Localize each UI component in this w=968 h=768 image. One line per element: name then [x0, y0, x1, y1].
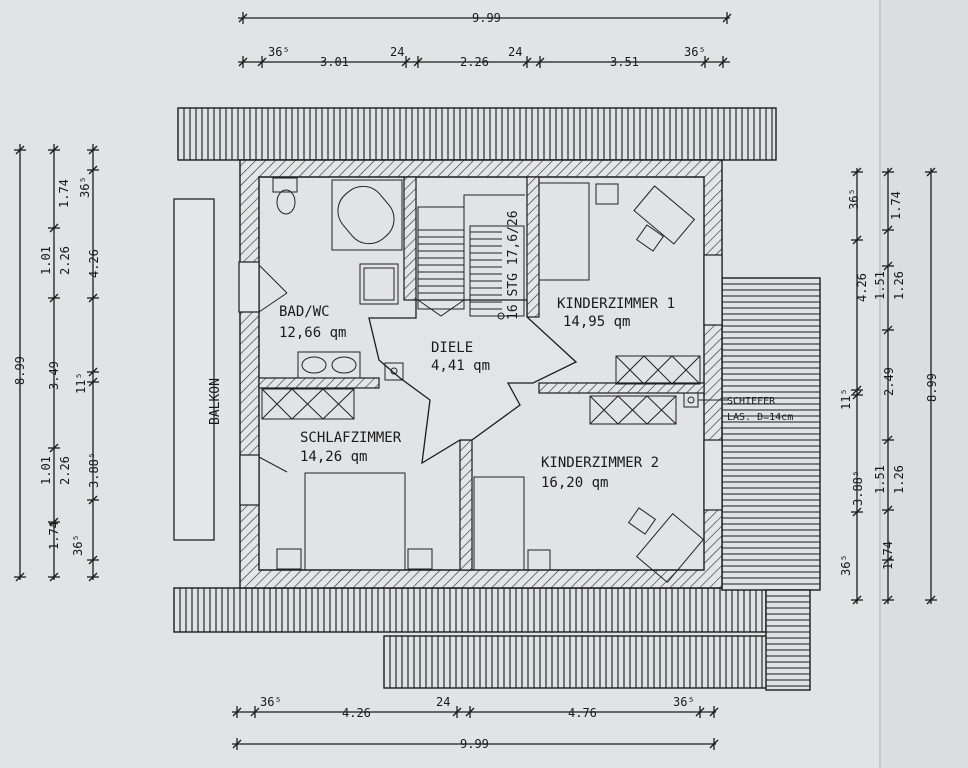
kinder2-area: 16,20 qm — [541, 475, 608, 491]
dim-right-j: 1.74 — [881, 541, 895, 570]
dim-left-i: 1.74 — [47, 521, 61, 550]
dim-left-c: 1.01 — [39, 246, 53, 275]
dim-right-d: 1.51 — [873, 271, 887, 300]
schiefer-label: SCHIEFER — [727, 396, 776, 407]
dim-top-c: 24 — [390, 45, 404, 59]
dim-left-e: 3.49 — [47, 361, 61, 390]
dim-bottom-b: 4.26 — [342, 706, 371, 720]
dim-left-c2: 2.26 — [58, 246, 72, 275]
dim-left-total: 8.99 — [13, 356, 27, 385]
schlaf-area: 14,26 qm — [300, 449, 367, 465]
dim-left-h: 3.88⁵ — [87, 452, 101, 488]
dim-right-f: 2.49 — [882, 367, 896, 396]
dim-left-j: 36⁵ — [71, 534, 85, 556]
dim-left-b: 36⁵ — [78, 176, 92, 198]
las-label: LAS. D=14cm — [727, 412, 793, 423]
dim-right-h: 1.51 — [873, 465, 887, 494]
dim-right-i: 36⁵ — [839, 554, 853, 576]
dim-left-a: 1.74 — [57, 179, 71, 208]
dim-left-g2: 2.26 — [58, 456, 72, 485]
roof-bottom — [173, 587, 777, 689]
dim-top-e: 24 — [508, 45, 522, 59]
dim-top-a: 36⁵ — [268, 45, 290, 59]
roof-top — [177, 107, 777, 161]
interior-walls — [238, 176, 705, 571]
chimney — [384, 362, 404, 381]
kinder1-name: KINDERZIMMER 1 — [557, 296, 675, 312]
diele-floor — [368, 299, 578, 465]
stairs — [417, 194, 525, 320]
balkon-label: BALKON — [208, 378, 223, 425]
dim-top-d: 2.26 — [460, 55, 489, 69]
dim-top-f: 3.51 — [610, 55, 639, 69]
dimension-bottom — [232, 711, 716, 745]
dim-top-g: 36⁵ — [684, 45, 706, 59]
kinderzimmer1-furniture — [538, 182, 701, 385]
kinderzimmer2-furniture — [473, 392, 728, 584]
dim-bottom-e: 36⁵ — [673, 695, 695, 709]
dim-bottom-d: 4.76 — [568, 706, 597, 720]
dim-right-b: 1.74 — [889, 191, 903, 220]
outer-wall — [239, 159, 723, 589]
schlaf-name: SCHLAFZIMMER — [300, 430, 402, 446]
dimension-left — [19, 144, 94, 580]
bad-area: 12,66 qm — [279, 325, 346, 341]
dim-bottom-total: 9.99 — [460, 737, 489, 751]
dim-right-a: 36⁵ — [847, 188, 861, 210]
bath-door — [258, 264, 288, 313]
dim-bottom-c: 24 — [436, 695, 450, 709]
dim-right-e: 11⁵ — [839, 388, 853, 410]
diele-name: DIELE — [431, 340, 473, 356]
dim-left-d: 4.26 — [87, 249, 101, 278]
dim-top-total: 9.99 — [472, 11, 501, 25]
dim-top-b: 3.01 — [320, 55, 349, 69]
dim-left-g: 1.01 — [39, 456, 53, 485]
stair-label: 16 STG 17,6/26 — [506, 210, 521, 320]
schlafzimmer-furniture — [258, 388, 433, 571]
balkon-area — [173, 198, 215, 541]
dim-right-total: 8.99 — [925, 373, 939, 402]
diele-area: 4,41 qm — [431, 358, 490, 374]
dimension-top — [238, 17, 730, 63]
dim-bottom-a: 36⁵ — [260, 695, 282, 709]
dim-right-c: 4.26 — [855, 273, 869, 302]
bad-name: BAD/WC — [279, 304, 330, 320]
kinder1-area: 14,95 qm — [563, 314, 630, 330]
roof-right — [721, 277, 821, 691]
dim-right-d2: 1.26 — [892, 271, 906, 300]
dim-right-h2: 1.26 — [892, 465, 906, 494]
windows — [239, 254, 723, 511]
bathroom-fixtures — [272, 177, 403, 379]
kinder2-name: KINDERZIMMER 2 — [541, 455, 659, 471]
dim-right-g: 3.88⁵ — [851, 470, 865, 506]
dim-left-f: 11⁵ — [74, 372, 88, 394]
